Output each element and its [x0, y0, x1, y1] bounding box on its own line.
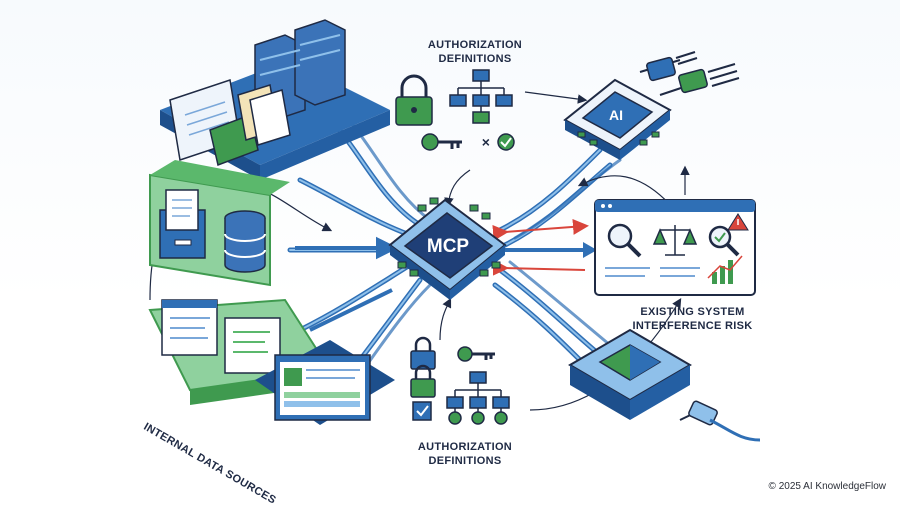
check-circle-icon: [497, 133, 515, 151]
database-icon: [224, 210, 266, 273]
existing-line2: INTERFERENCE RISK: [632, 320, 753, 332]
inbound-arrows: [295, 236, 399, 332]
auth-top-label: AUTHORIZATION DEFINITIONS: [415, 38, 535, 66]
auth-cross: ×: [481, 134, 491, 150]
lock-icon: [395, 74, 433, 126]
ai-chip: [563, 78, 672, 160]
hierarchy-icon: [449, 69, 513, 124]
key-icon: [421, 133, 462, 151]
existing-line1: EXISTING SYSTEM: [640, 306, 745, 318]
auth-top-line1: AUTHORIZATION: [427, 39, 523, 51]
internal-data-sources: [148, 19, 395, 425]
auth-top-icons: [395, 69, 515, 151]
existing-system-label: EXISTING SYSTEM INTERFERENCE RISK: [620, 305, 765, 333]
checkbox-icon: [412, 401, 432, 421]
dashboard-window-icon: [255, 340, 395, 425]
auth-bottom-line1: AUTHORIZATION: [417, 441, 513, 453]
existing-system-panel: [594, 199, 756, 296]
file-cabinet-icon: [159, 189, 206, 259]
hierarchy-icon-bottom: [446, 371, 510, 425]
mcp-label: MCP: [426, 236, 470, 257]
auth-bottom-label: AUTHORIZATION DEFINITIONS: [410, 440, 520, 468]
document-icon: [161, 299, 281, 374]
mcp-chip: [388, 197, 507, 300]
search-check-icon: [708, 225, 740, 257]
list-lines: [605, 267, 700, 277]
ai-label: AI: [609, 107, 623, 123]
interference-arrows: [492, 218, 597, 276]
folder-icon: [169, 79, 291, 167]
auth-bottom-icons: [410, 336, 510, 425]
scale-icon: [652, 225, 698, 256]
auth-top-line2: DEFINITIONS: [438, 53, 512, 65]
lock-icon-small: [410, 336, 436, 398]
chart-icon: [707, 255, 743, 284]
device-module: [568, 328, 761, 442]
copyright-text: © 2025 AI KnowledgeFlow: [768, 481, 886, 492]
magnifier-icon: [607, 223, 642, 258]
auth-bottom-line2: DEFINITIONS: [428, 455, 502, 467]
warning-icon: [727, 213, 749, 231]
key-icon-green: [457, 346, 495, 362]
plug-icon: [639, 51, 740, 96]
cable-plug-icon: [679, 400, 761, 442]
